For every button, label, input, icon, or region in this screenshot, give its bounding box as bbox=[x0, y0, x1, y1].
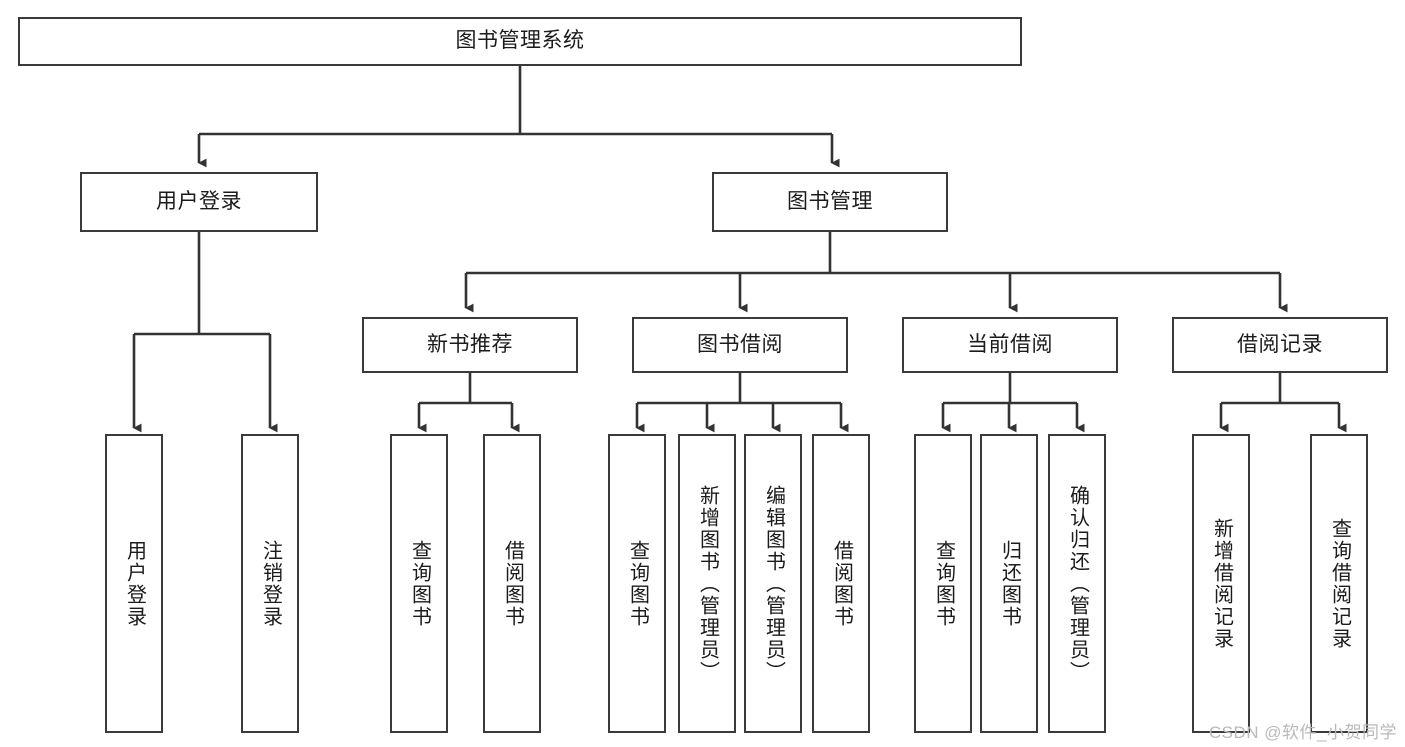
watermark-text: CSDN @软件_小贺同学 bbox=[1208, 723, 1397, 742]
leaf-current-confirm-return-admin[interactable]: 确认归还（管理员） bbox=[1048, 434, 1106, 733]
leaf-borrow-edit-book-admin[interactable]: 编辑图书（管理员） bbox=[744, 434, 802, 733]
node-label: 用户登录 bbox=[156, 189, 242, 213]
node-label: 当前借阅 bbox=[967, 332, 1053, 356]
node-label: 查询图书 bbox=[626, 539, 649, 628]
leaf-current-query-book[interactable]: 查询图书 bbox=[914, 434, 972, 733]
node-label: 借阅图书 bbox=[501, 539, 524, 628]
node-label: 图书借阅 bbox=[697, 332, 783, 356]
node-user-login[interactable]: 用户登录 bbox=[80, 172, 318, 232]
leaf-current-return-book[interactable]: 归还图书 bbox=[980, 434, 1038, 733]
leaf-borrow-borrow-book[interactable]: 借阅图书 bbox=[812, 434, 870, 733]
node-label: 新书推荐 bbox=[427, 332, 513, 356]
leaf-user-login-signin[interactable]: 用户登录 bbox=[105, 434, 163, 733]
node-label: 编辑图书（管理员） bbox=[762, 484, 785, 683]
leaf-record-query-borrow-record[interactable]: 查询借阅记录 bbox=[1310, 434, 1368, 733]
leaf-recommend-borrow-book[interactable]: 借阅图书 bbox=[483, 434, 541, 733]
node-label: 借阅图书 bbox=[830, 539, 853, 628]
node-label: 新增借阅记录 bbox=[1210, 517, 1233, 650]
node-borrow-record[interactable]: 借阅记录 bbox=[1172, 317, 1388, 373]
node-label: 归还图书 bbox=[998, 539, 1021, 628]
node-label: 用户登录 bbox=[123, 539, 146, 628]
leaf-record-add-borrow-record[interactable]: 新增借阅记录 bbox=[1192, 434, 1250, 733]
leaf-user-login-signout[interactable]: 注销登录 bbox=[241, 434, 299, 733]
node-label: 确认归还（管理员） bbox=[1066, 484, 1089, 683]
leaf-recommend-query-book[interactable]: 查询图书 bbox=[390, 434, 448, 733]
node-label: 查询图书 bbox=[932, 539, 955, 628]
node-label: 注销登录 bbox=[259, 539, 282, 628]
node-label: 图书管理系统 bbox=[455, 29, 585, 53]
node-label: 查询借阅记录 bbox=[1328, 517, 1351, 650]
node-label: 图书管理 bbox=[787, 189, 873, 213]
node-label: 新增图书（管理员） bbox=[696, 484, 719, 683]
node-current-borrow[interactable]: 当前借阅 bbox=[902, 317, 1118, 373]
node-label: 借阅记录 bbox=[1237, 332, 1323, 356]
leaf-borrow-add-book-admin[interactable]: 新增图书（管理员） bbox=[678, 434, 736, 733]
node-label: 查询图书 bbox=[408, 539, 431, 628]
node-book-borrow[interactable]: 图书借阅 bbox=[632, 317, 848, 373]
node-root-system[interactable]: 图书管理系统 bbox=[18, 17, 1022, 66]
node-new-book-recommend[interactable]: 新书推荐 bbox=[362, 317, 578, 373]
leaf-borrow-query-book[interactable]: 查询图书 bbox=[608, 434, 666, 733]
node-book-management[interactable]: 图书管理 bbox=[712, 172, 948, 232]
